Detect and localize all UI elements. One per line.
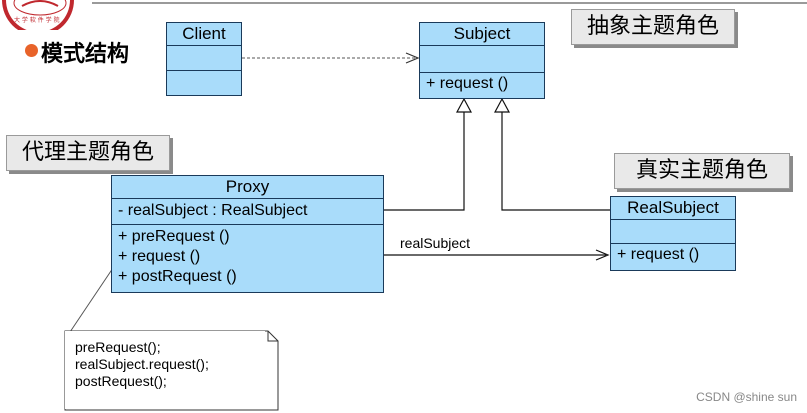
methods-compartment: + request ()	[420, 72, 544, 94]
note-line: preRequest();	[75, 339, 161, 355]
attributes-compartment	[611, 219, 735, 243]
note-anchor-line	[69, 264, 116, 333]
attributes-compartment	[420, 45, 544, 72]
methods-compartment: + request ()	[611, 243, 735, 265]
method: + preRequest ()	[118, 228, 230, 245]
svg-text:大 学 软 件 学 院: 大 学 软 件 学 院	[14, 16, 60, 24]
association-arrowhead	[595, 249, 610, 261]
slide-title: 模式结构	[41, 42, 130, 67]
attributes-compartment	[167, 45, 241, 70]
dependency-arrowhead	[405, 52, 420, 64]
proxy-subject-generalization	[384, 112, 465, 211]
class-subject[interactable]: Subject + request ()	[419, 22, 545, 99]
generalization-arrowhead-proxy	[455, 97, 473, 113]
class-name: Proxy	[225, 177, 270, 196]
class-proxy[interactable]: Proxy - realSubject : RealSubject + preR…	[111, 175, 384, 293]
attributes-compartment: - realSubject : RealSubject	[112, 198, 383, 224]
attribute: - realSubject : RealSubject	[118, 202, 308, 219]
bullet-dot	[25, 44, 38, 57]
note-line: realSubject.request();	[75, 356, 209, 372]
methods-compartment	[167, 70, 241, 71]
university-logo: 大 学 软 件 学 院	[2, 0, 74, 30]
role-label-real-subject: 真实主题角色	[614, 153, 790, 189]
class-real-subject[interactable]: RealSubject + request ()	[610, 196, 736, 271]
role-label-abstract-subject: 抽象主题角色	[571, 9, 735, 45]
method: + request ()	[617, 246, 700, 263]
real-subject-generalization	[501, 112, 610, 211]
class-name: RealSubject	[627, 198, 719, 217]
note: preRequest(); realSubject.request(); pos…	[65, 331, 265, 409]
method: + request ()	[426, 75, 509, 92]
methods-compartment: + preRequest () + request () + postReque…	[112, 224, 383, 287]
class-name: Client	[182, 24, 226, 43]
header-rule	[92, 2, 807, 4]
generalization-arrowhead-real	[493, 97, 511, 113]
role-label-proxy-subject: 代理主题角色	[6, 135, 170, 171]
association-label: realSubject	[400, 235, 471, 251]
method: + postRequest ()	[118, 268, 237, 285]
method: + request ()	[118, 248, 201, 265]
note-line: postRequest();	[75, 373, 167, 389]
class-name: Subject	[453, 24, 511, 43]
class-client[interactable]: Client	[166, 22, 242, 96]
watermark: CSDN @shine sun	[696, 390, 797, 404]
